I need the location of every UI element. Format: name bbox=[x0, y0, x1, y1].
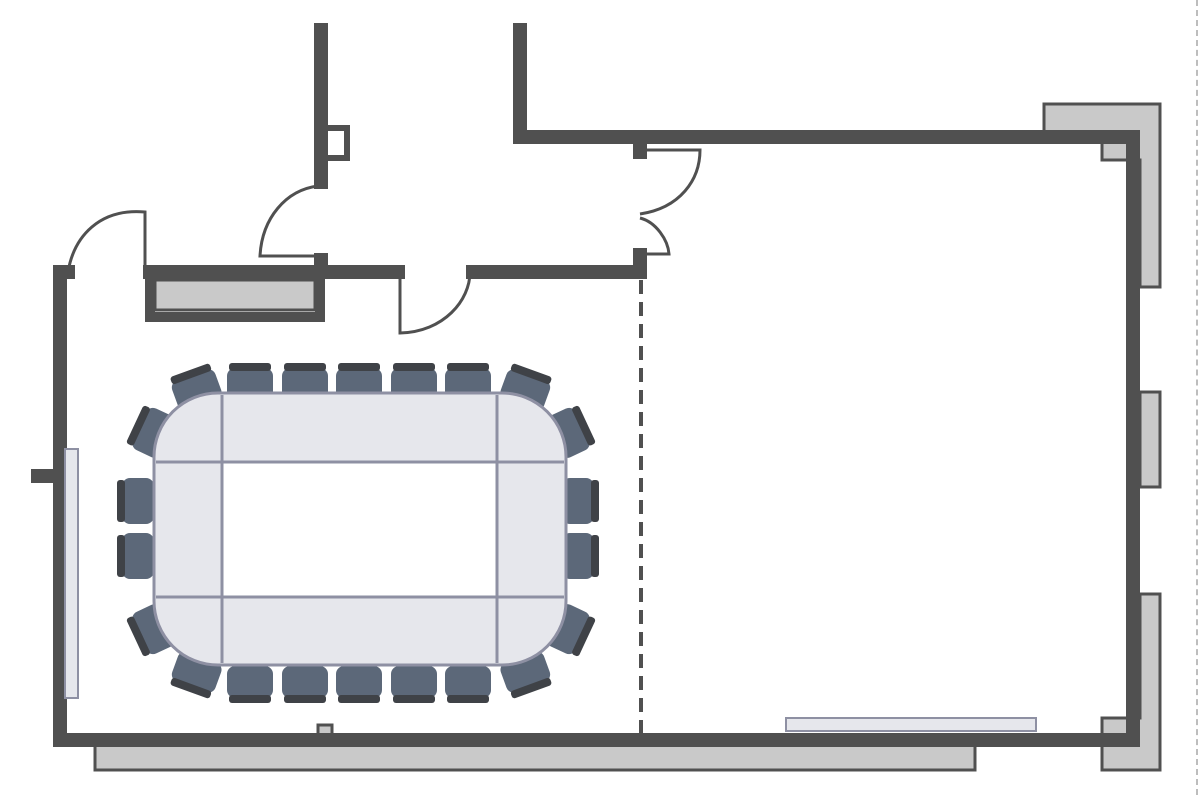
chair-back bbox=[229, 695, 271, 703]
chair-back bbox=[338, 695, 380, 703]
chair-seat bbox=[562, 533, 594, 579]
chair bbox=[117, 533, 154, 579]
walls bbox=[31, 23, 1140, 747]
chair-back bbox=[170, 677, 212, 699]
chair bbox=[391, 666, 437, 703]
chair bbox=[562, 533, 599, 579]
chair-back bbox=[510, 363, 552, 385]
door-double-right-b bbox=[639, 216, 671, 256]
chair-back bbox=[393, 695, 435, 703]
chair-back bbox=[126, 616, 150, 657]
chair-back bbox=[117, 480, 125, 522]
chair-seat bbox=[336, 666, 382, 698]
door-corridor bbox=[258, 184, 319, 258]
door-double-right-a bbox=[639, 148, 702, 216]
chair-back bbox=[393, 363, 435, 371]
chair-back bbox=[591, 535, 599, 577]
wall-niche bbox=[322, 125, 350, 161]
table-hollow bbox=[220, 460, 499, 599]
chair bbox=[562, 478, 599, 524]
wall-left bbox=[53, 265, 1140, 747]
chair bbox=[445, 666, 491, 703]
chair bbox=[282, 666, 328, 703]
door-room-entry bbox=[398, 271, 472, 335]
page-edge-marker bbox=[1196, 0, 1198, 795]
chair-back bbox=[572, 616, 596, 657]
screen-left bbox=[64, 448, 79, 699]
chair-back bbox=[229, 363, 271, 371]
column-top-left-cabinet bbox=[153, 278, 317, 312]
cabinet-frame bbox=[145, 270, 325, 322]
chair-seat bbox=[227, 666, 273, 698]
chair-back bbox=[170, 363, 212, 385]
chair bbox=[336, 666, 382, 703]
chair-seat bbox=[445, 666, 491, 698]
chair-seat bbox=[122, 478, 154, 524]
chair-back bbox=[284, 695, 326, 703]
column-right-middle bbox=[1138, 390, 1162, 489]
doors bbox=[66, 148, 702, 335]
chair-seat bbox=[282, 666, 328, 698]
wall-top-segment-d bbox=[466, 248, 647, 279]
chair-back bbox=[591, 480, 599, 522]
chair bbox=[227, 666, 273, 703]
chair-back bbox=[338, 363, 380, 371]
door-top-left bbox=[66, 210, 147, 273]
chair-back bbox=[510, 677, 552, 699]
screen-bottom bbox=[785, 717, 1037, 732]
chair-back bbox=[126, 405, 150, 446]
chair-back bbox=[284, 363, 326, 371]
chair-seat bbox=[562, 478, 594, 524]
chair bbox=[117, 478, 154, 524]
chair-back bbox=[447, 363, 489, 371]
boardroom-table bbox=[152, 391, 568, 667]
chair-back bbox=[117, 535, 125, 577]
chair-seat bbox=[391, 666, 437, 698]
wall-top-right bbox=[513, 23, 1140, 144]
chair-back bbox=[572, 405, 596, 446]
chair-back bbox=[447, 695, 489, 703]
chair-seat bbox=[122, 533, 154, 579]
